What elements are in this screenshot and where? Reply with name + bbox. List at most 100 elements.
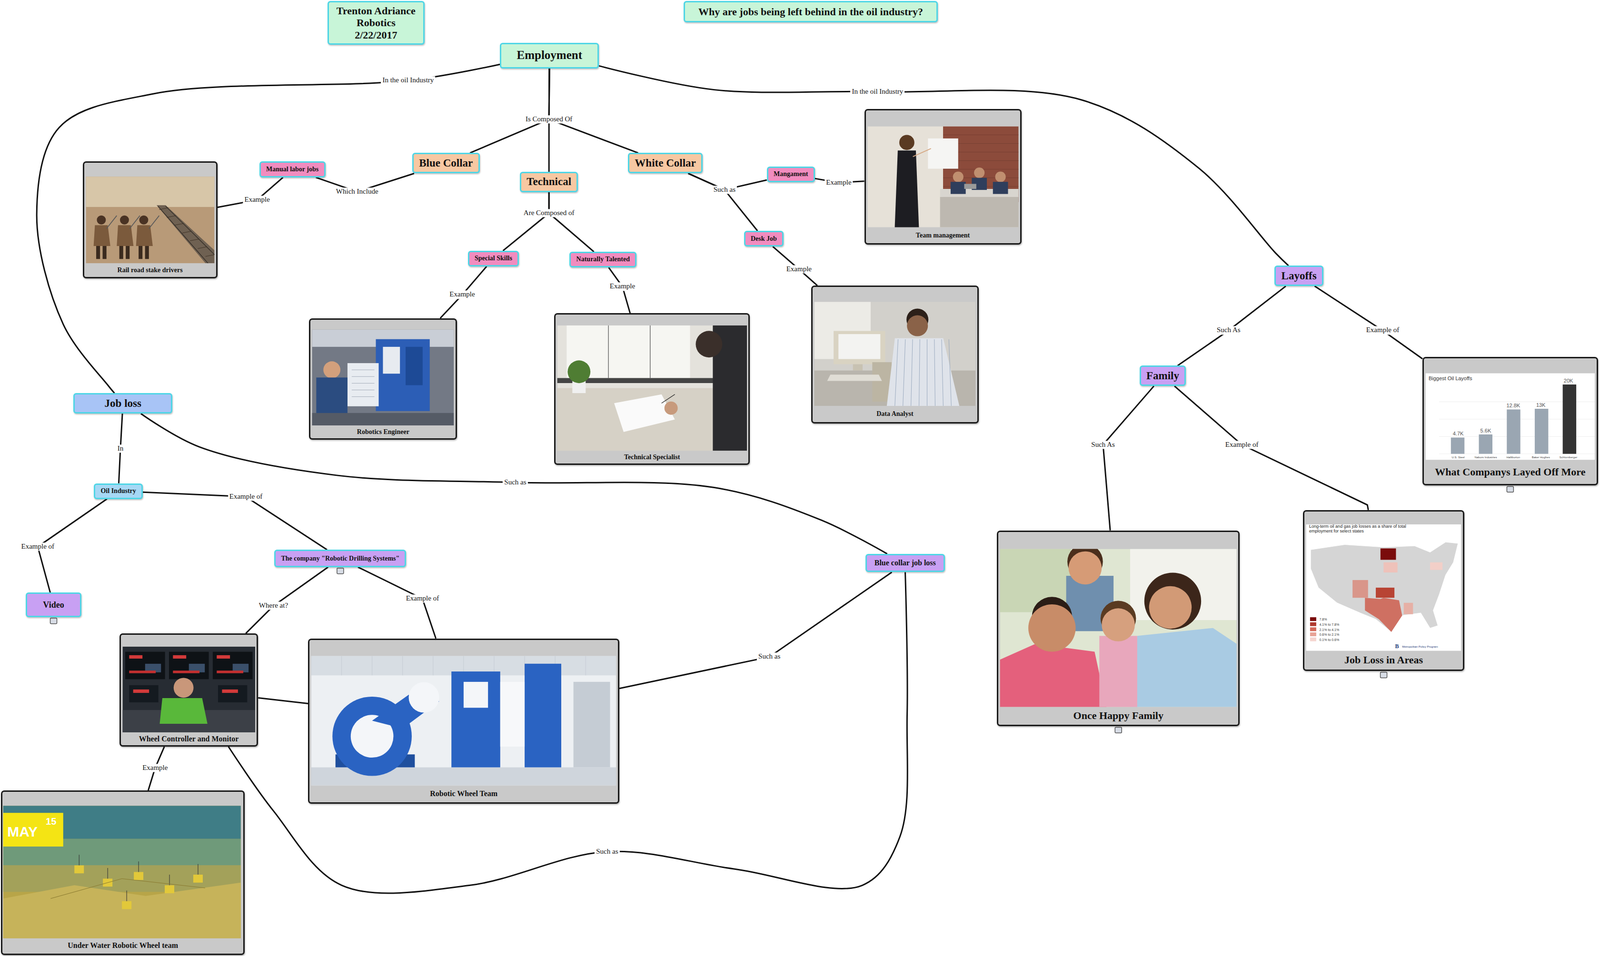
connector [1174, 386, 1369, 510]
illustration-part [125, 246, 130, 259]
illustration-part [116, 225, 134, 247]
illustration-part [106, 215, 117, 229]
illustration-part [664, 401, 678, 416]
illustration-part [1000, 548, 1237, 707]
caption: Data Analyst [876, 410, 914, 418]
caption-band: What Companys Layed Off More [1423, 460, 1597, 485]
illustration-part [311, 655, 617, 786]
illustration-part [1000, 543, 1237, 707]
illustration-part [408, 682, 440, 713]
illustration-part [886, 338, 960, 407]
illustration-part [165, 206, 215, 255]
illustration-part [1430, 562, 1443, 570]
illustration-part [433, 655, 434, 676]
connector [228, 572, 908, 894]
concept-box: Manual labor jobs [259, 161, 326, 178]
illustration-part [952, 171, 964, 183]
illustration-part [172, 670, 200, 674]
illustration-part [906, 315, 928, 337]
picture-label: 5.6K [1480, 427, 1492, 434]
connector [688, 173, 758, 231]
photo [998, 532, 1239, 726]
photo [555, 314, 749, 464]
node-text: Desk Job [750, 235, 777, 243]
illustration-part [948, 339, 952, 407]
photo [2, 792, 244, 955]
illustration-part [166, 215, 176, 218]
photo [1304, 511, 1463, 671]
illustration-part [939, 197, 1019, 228]
edge-label: Example [140, 764, 169, 773]
illustration-part [347, 363, 379, 407]
caption: Rail road stake drivers [117, 266, 183, 274]
picture-label: Halliburton [1506, 456, 1521, 460]
caption: Job Loss in Areas [1344, 654, 1423, 666]
illustration-part [1144, 572, 1202, 630]
concept-box: Employment [499, 42, 599, 69]
image-card: Job Loss in Areas [1302, 510, 1465, 672]
edge-label: Example of [404, 595, 441, 604]
connector [598, 65, 1289, 266]
image-card: Rail road stake drivers [82, 161, 218, 279]
illustration-part [1306, 524, 1462, 652]
illustration-part [351, 376, 375, 378]
picture-label: MAY [7, 823, 38, 840]
connector [1314, 286, 1423, 359]
edge-label: In the oil Industry [850, 87, 905, 96]
illustration-part [74, 865, 84, 875]
edge-label: Such as [756, 653, 782, 662]
illustration-part [197, 246, 207, 249]
illustration-part [119, 246, 123, 259]
illustration-part [197, 864, 199, 875]
connector [503, 192, 550, 251]
caption-band: Technical Specialist [555, 450, 749, 464]
illustration-part [1425, 373, 1595, 461]
image-card: Data Analyst [811, 285, 979, 424]
picture-label: Baker Hughes [1531, 456, 1551, 460]
illustration-part [164, 885, 175, 895]
illustration-part [649, 325, 651, 379]
illustration-part [85, 176, 215, 208]
edge-label: Example of [1223, 440, 1261, 449]
illustration-part [129, 685, 159, 703]
illustration-part [2, 813, 63, 847]
illustration-part [2, 805, 241, 939]
illustration-part [894, 150, 919, 228]
illustration-part [135, 225, 153, 247]
node-text: Blue Collar [418, 157, 473, 170]
image-card: Robotics Engineer [308, 318, 458, 440]
caption: Technical Specialist [624, 453, 680, 461]
illustration-part [351, 396, 375, 398]
image-card: Team management [864, 109, 1022, 245]
illustration-part [383, 347, 401, 374]
concept-box: The company "Robotic Drilling Systems" [274, 549, 407, 567]
illustration-part [139, 215, 149, 225]
photo [310, 319, 456, 439]
illustration-part [216, 655, 230, 659]
illustration-part [894, 339, 899, 407]
illustration-part [96, 246, 100, 259]
node-text: Blue collar job loss [874, 558, 936, 568]
photo [812, 287, 978, 422]
picture-label: 0.6% to 2.1% [1319, 633, 1340, 637]
illustration-part [867, 126, 1019, 228]
photo [120, 635, 258, 746]
illustration-part [838, 334, 881, 359]
illustration-part [1562, 384, 1577, 455]
photo [84, 162, 217, 278]
concept-box: Layoffs [1274, 265, 1324, 287]
edge-label: Where at? [257, 602, 290, 611]
illustration-part [168, 652, 209, 680]
connector [245, 567, 328, 634]
illustration-part [189, 238, 199, 241]
illustration-part [1310, 617, 1317, 622]
illustration-part [133, 872, 144, 881]
illustration-part [351, 369, 375, 370]
illustration-part [2, 865, 241, 893]
illustration-part [867, 126, 1019, 228]
illustration-part [172, 655, 187, 659]
illustration-part [899, 135, 915, 151]
caption: What Companys Layed Off More [1434, 466, 1586, 478]
illustration-part [992, 181, 1008, 194]
illustration-part [1000, 548, 1237, 707]
